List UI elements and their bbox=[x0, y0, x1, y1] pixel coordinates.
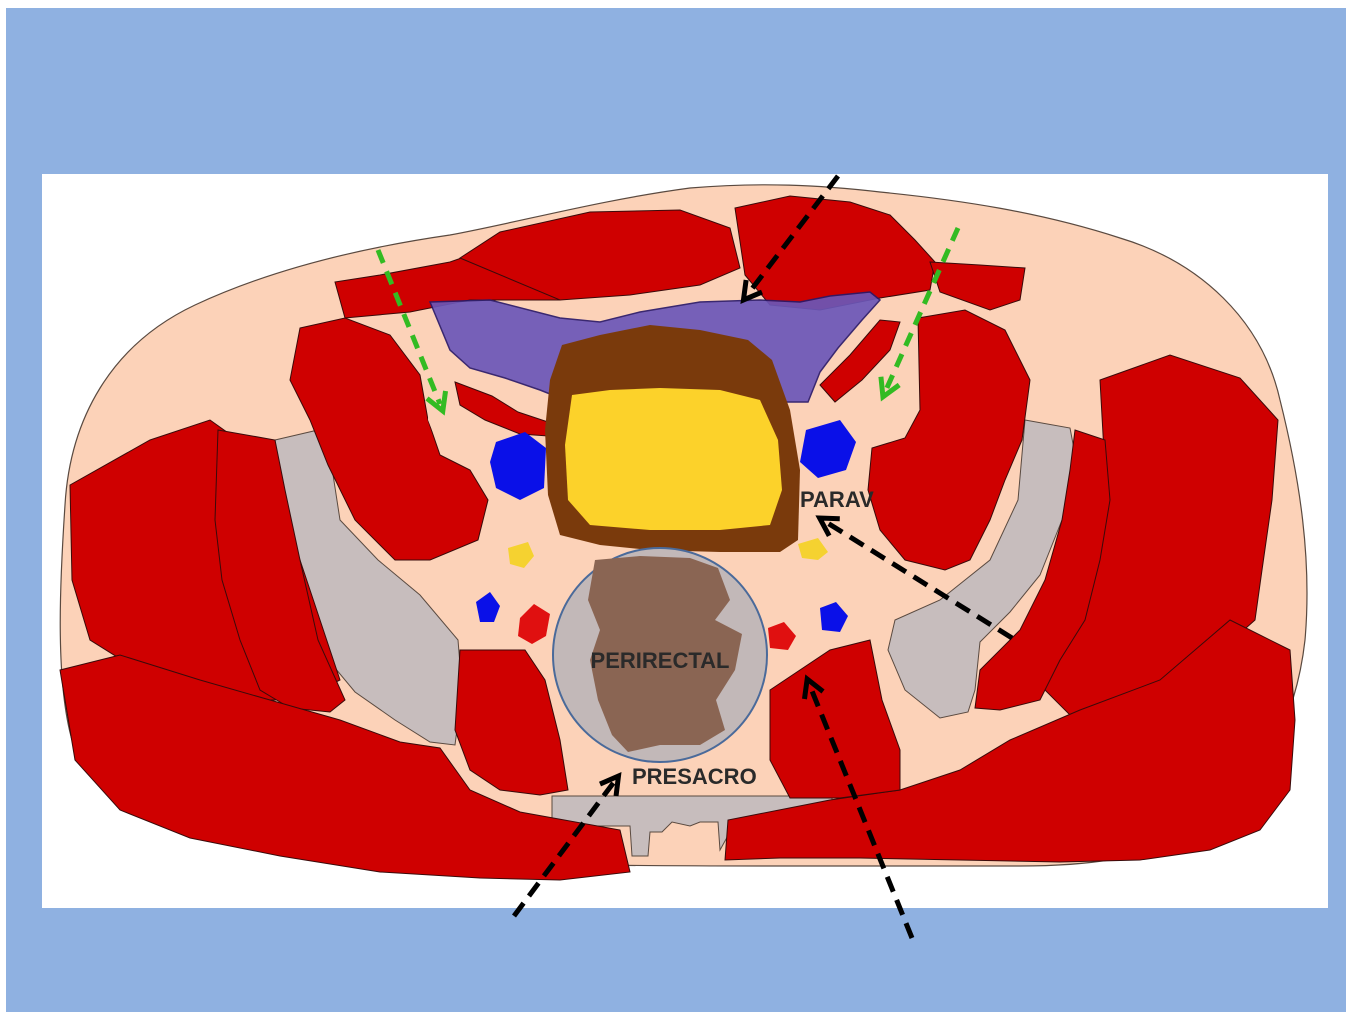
uterus-core bbox=[565, 388, 782, 530]
label-perirectal: PERIRECTAL bbox=[591, 648, 730, 673]
label-parav: PARAV bbox=[800, 487, 874, 512]
label-presacro: PRESACRO bbox=[632, 764, 757, 789]
